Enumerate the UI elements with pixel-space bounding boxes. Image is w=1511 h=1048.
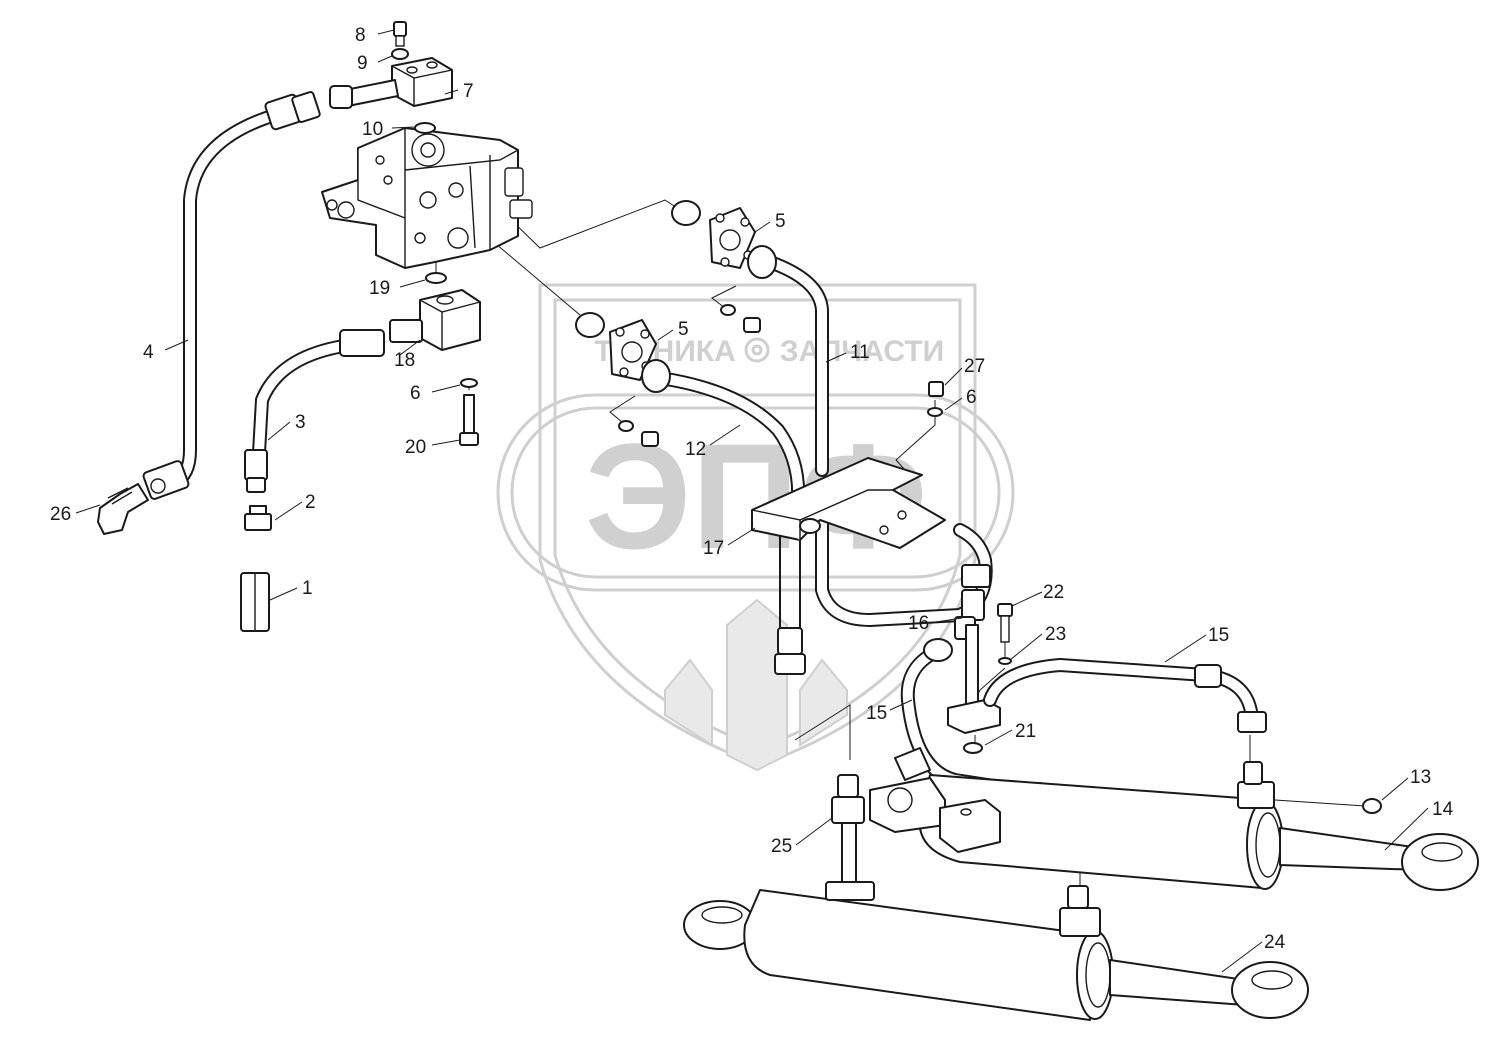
callout-25: 25 — [771, 836, 792, 857]
washer-6-lower — [927, 407, 943, 417]
flange-5-upper — [671, 200, 756, 269]
callout-21: 21 — [1015, 721, 1036, 742]
watermark-wheat-icon — [664, 598, 848, 772]
callout-labels: 8 9 7 10 5 5 19 4 18 6 3 20 11 27 6 12 2… — [50, 25, 1454, 953]
callout-2: 2 — [305, 492, 316, 513]
callout-9: 9 — [357, 53, 368, 74]
flange-bolts-lower — [618, 420, 659, 447]
callout-14: 14 — [1432, 799, 1454, 820]
washer-9 — [391, 48, 409, 60]
callout-1: 1 — [302, 578, 313, 599]
pipe-12 — [641, 359, 806, 675]
callout-12: 12 — [685, 439, 706, 460]
watermark-right-text: ЗАПЧАСТИ — [780, 335, 944, 368]
coupling-1 — [240, 572, 270, 632]
callout-10: 10 — [362, 119, 383, 140]
callout-15-upper: 15 — [1208, 625, 1229, 646]
bolt-8 — [393, 21, 407, 47]
adapter-2 — [244, 505, 272, 531]
bolt-20 — [459, 394, 479, 446]
callout-13: 13 — [1410, 767, 1431, 788]
callout-24: 24 — [1264, 932, 1286, 953]
callout-22: 22 — [1043, 582, 1064, 603]
elbow-fitting-26 — [97, 483, 149, 535]
leader-lines — [75, 29, 1429, 973]
washer-6-upper — [460, 378, 478, 388]
watermark: ЭПФ ТЕХНИКА ЗАПЧАСТИ — [496, 283, 1015, 772]
flange-bolts-upper — [720, 304, 761, 333]
callout-23: 23 — [1045, 624, 1066, 645]
hose-3 — [244, 329, 385, 493]
hydraulic-cylinder-24 — [683, 881, 1309, 1021]
fitting-25 — [831, 774, 865, 886]
callout-6-lower: 6 — [966, 387, 977, 408]
washer-23 — [998, 657, 1012, 665]
callout-18: 18 — [394, 350, 415, 371]
hose-4-bottom-fitting — [142, 460, 190, 500]
callout-3: 3 — [295, 412, 306, 433]
watermark-band — [496, 393, 1015, 592]
callout-5-upper: 5 — [775, 211, 786, 232]
callout-8: 8 — [355, 25, 366, 46]
o-ring-10 — [414, 122, 436, 134]
callout-27: 27 — [964, 356, 985, 377]
callout-5-lower: 5 — [678, 319, 689, 340]
callout-6-upper: 6 — [410, 383, 421, 404]
callout-19: 19 — [369, 278, 390, 299]
callout-17: 17 — [703, 538, 724, 559]
hose-15-upper — [983, 658, 1267, 733]
o-ring-21 — [963, 742, 983, 754]
callout-20: 20 — [405, 437, 426, 458]
plug-13 — [1362, 798, 1382, 814]
callout-26: 26 — [50, 504, 71, 525]
flange-fitting-7 — [329, 57, 453, 109]
hose-4-top-fitting — [264, 91, 321, 131]
flange-fitting-18 — [389, 289, 481, 351]
bracket-17 — [751, 457, 946, 549]
callout-15-lower: 15 — [866, 703, 887, 724]
watermark-gear-icon — [744, 337, 770, 363]
hydraulic-cylinder-14 — [869, 747, 1479, 891]
callout-16: 16 — [908, 613, 929, 634]
o-ring-19 — [425, 272, 447, 284]
callout-11: 11 — [850, 342, 870, 363]
callout-7: 7 — [463, 81, 474, 102]
hose-4 — [142, 91, 321, 500]
tee-fitting-16 — [954, 564, 991, 706]
control-valve-block — [321, 127, 533, 269]
cylinder-14-base — [869, 747, 1001, 853]
callout-4: 4 — [143, 342, 154, 363]
bolt-22 — [997, 603, 1013, 643]
bolt-27 — [928, 381, 944, 397]
